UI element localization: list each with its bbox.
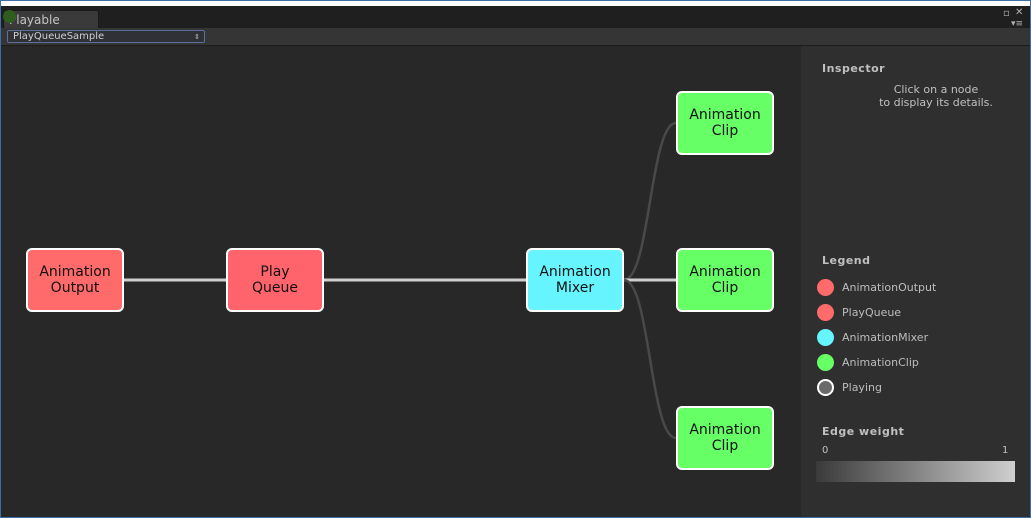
legend-label: Playing: [842, 381, 882, 394]
tab-bar: Playable Graph ▫ ✕ ▾≡: [1, 6, 1030, 45]
inspector-title: Inspector: [822, 62, 886, 75]
legend-dot-play-queue: [817, 304, 834, 321]
node-label: Animation Clip: [689, 264, 761, 296]
legend-label: AnimationOutput: [842, 281, 937, 294]
node-label: Animation Output: [39, 264, 111, 296]
edge-weight-max: 1: [1002, 445, 1009, 456]
legend-dot-playing: [817, 379, 834, 396]
node-animation-clip-2[interactable]: Animation Clip: [676, 248, 774, 312]
close-icon[interactable]: ✕: [1015, 7, 1024, 18]
graph-edges: [124, 121, 677, 440]
legend-title: Legend: [822, 254, 871, 267]
window-menu-icon[interactable]: ▾≡: [1011, 19, 1024, 29]
legend-dot-animation-output: [817, 279, 834, 296]
legend-label: AnimationMixer: [842, 331, 929, 344]
window-top-strip: [1, 1, 1030, 6]
edge-animation-mixer-to-animation-clip-1: [623, 121, 677, 282]
legend-label: PlayQueue: [842, 306, 902, 319]
node-label: Animation Clip: [689, 107, 761, 139]
node-animation-clip-3[interactable]: Animation Clip: [676, 406, 774, 470]
legend-dot-animation-mixer: [817, 329, 834, 346]
graph-selector-value: PlayQueueSample: [13, 31, 105, 42]
inspector-hint-line1: Click on a node: [893, 83, 979, 96]
tab-playable-graph[interactable]: Playable Graph: [3, 10, 99, 45]
node-animation-clip-1[interactable]: Animation Clip: [676, 91, 774, 155]
inspector-panel: Inspector Click on a node to display its…: [801, 46, 1030, 517]
node-label: Play Queue: [252, 264, 298, 296]
node-label: Animation Clip: [689, 422, 761, 454]
edge-weight-title: Edge weight: [822, 425, 905, 438]
graph-selector-dropdown[interactable]: PlayQueueSample ⇕: [7, 30, 205, 43]
node-animation-output[interactable]: Animation Output: [26, 248, 124, 312]
dropdown-arrows-icon: ⇕: [194, 33, 200, 41]
edge-weight-min: 0: [822, 445, 829, 456]
graph-canvas[interactable]: Animation Output Play Queue Animation Mi…: [1, 46, 801, 517]
node-label: Animation Mixer: [539, 264, 611, 296]
legend-label: AnimationClip: [842, 356, 919, 369]
unity-window-icon: [3, 10, 16, 23]
node-play-queue[interactable]: Play Queue: [226, 248, 324, 312]
edge-weight-gradient: [816, 461, 1015, 482]
edge-animation-mixer-to-animation-clip-3: [623, 278, 677, 440]
toolbar: PlayQueueSample ⇕: [1, 28, 1030, 46]
legend-dot-animation-clip: [817, 354, 834, 371]
inspector-hint-line2: to display its details.: [879, 96, 993, 109]
node-animation-mixer[interactable]: Animation Mixer: [526, 248, 624, 312]
maximize-icon[interactable]: ▫: [1003, 8, 1010, 19]
